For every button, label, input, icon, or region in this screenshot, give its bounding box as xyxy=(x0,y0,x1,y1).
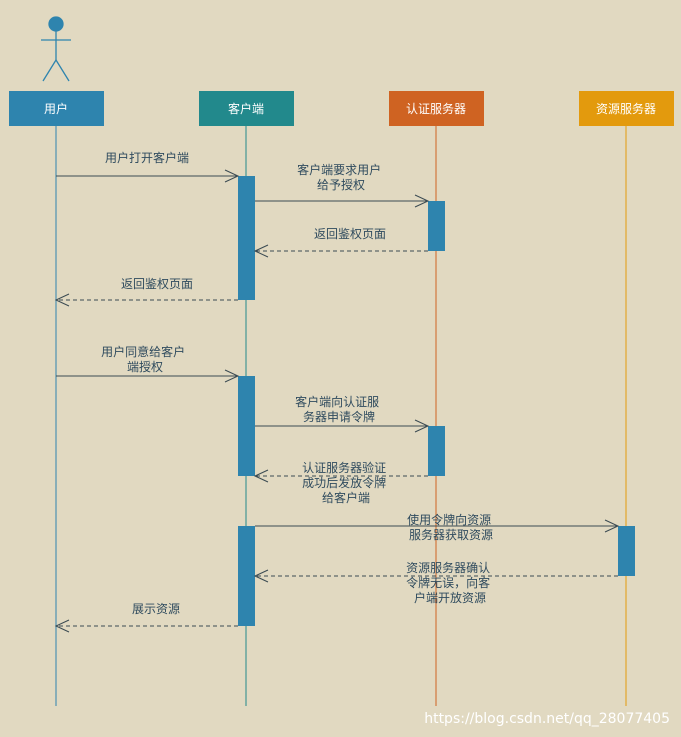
participant-resource-label: 资源服务器 xyxy=(596,101,656,116)
activation-client-1 xyxy=(238,176,255,300)
message-1-label: 用户打开客户端 xyxy=(105,150,189,165)
message-7-label: 认证服务器验证 成功后发放令牌 给客户端 xyxy=(302,460,390,505)
message-5: 用户同意给客户 端授权 xyxy=(56,344,240,383)
message-10-label: 展示资源 xyxy=(132,602,180,616)
message-5-label: 用户同意给客户 端授权 xyxy=(101,344,189,374)
message-7: 认证服务器验证 成功后发放令牌 给客户端 xyxy=(253,460,428,505)
message-4-label: 返回鉴权页面 xyxy=(121,277,193,291)
message-2-label: 客户端要求用户 给予授权 xyxy=(297,162,385,192)
activation-auth-1 xyxy=(428,201,445,251)
message-8: 使用令牌向资源 服务器获取资源 xyxy=(255,512,620,542)
activation-client-2 xyxy=(238,376,255,476)
participant-client-label: 客户端 xyxy=(228,101,264,116)
message-1: 用户打开客户端 xyxy=(56,150,240,183)
activation-client-3 xyxy=(238,526,255,626)
participant-user-label: 用户 xyxy=(44,101,68,116)
participant-auth-label: 认证服务器 xyxy=(406,101,466,116)
message-6-label: 客户端向认证服 务器申请令牌 xyxy=(295,394,383,424)
message-6: 客户端向认证服 务器申请令牌 xyxy=(255,394,430,433)
participant-client: 客户端 xyxy=(199,91,294,126)
participant-resource: 资源服务器 xyxy=(579,91,674,126)
message-9-label: 资源服务器确认 令牌无误，向客 户端开放资源 xyxy=(406,560,494,605)
watermark: https://blog.csdn.net/qq_28077405 xyxy=(424,711,670,727)
message-9: 资源服务器确认 令牌无误，向客 户端开放资源 xyxy=(253,560,618,605)
message-10: 展示资源 xyxy=(54,602,238,633)
message-8-label: 使用令牌向资源 服务器获取资源 xyxy=(407,512,495,542)
participant-auth: 认证服务器 xyxy=(389,91,484,126)
user-actor-icon xyxy=(41,16,71,82)
message-4: 返回鉴权页面 xyxy=(54,277,238,307)
message-3-label: 返回鉴权页面 xyxy=(314,227,386,241)
activation-auth-2 xyxy=(428,426,445,476)
message-2: 客户端要求用户 给予授权 xyxy=(255,162,430,208)
participant-user: 用户 xyxy=(9,91,104,126)
activation-resource-1 xyxy=(618,526,635,576)
message-3: 返回鉴权页面 xyxy=(253,227,428,258)
